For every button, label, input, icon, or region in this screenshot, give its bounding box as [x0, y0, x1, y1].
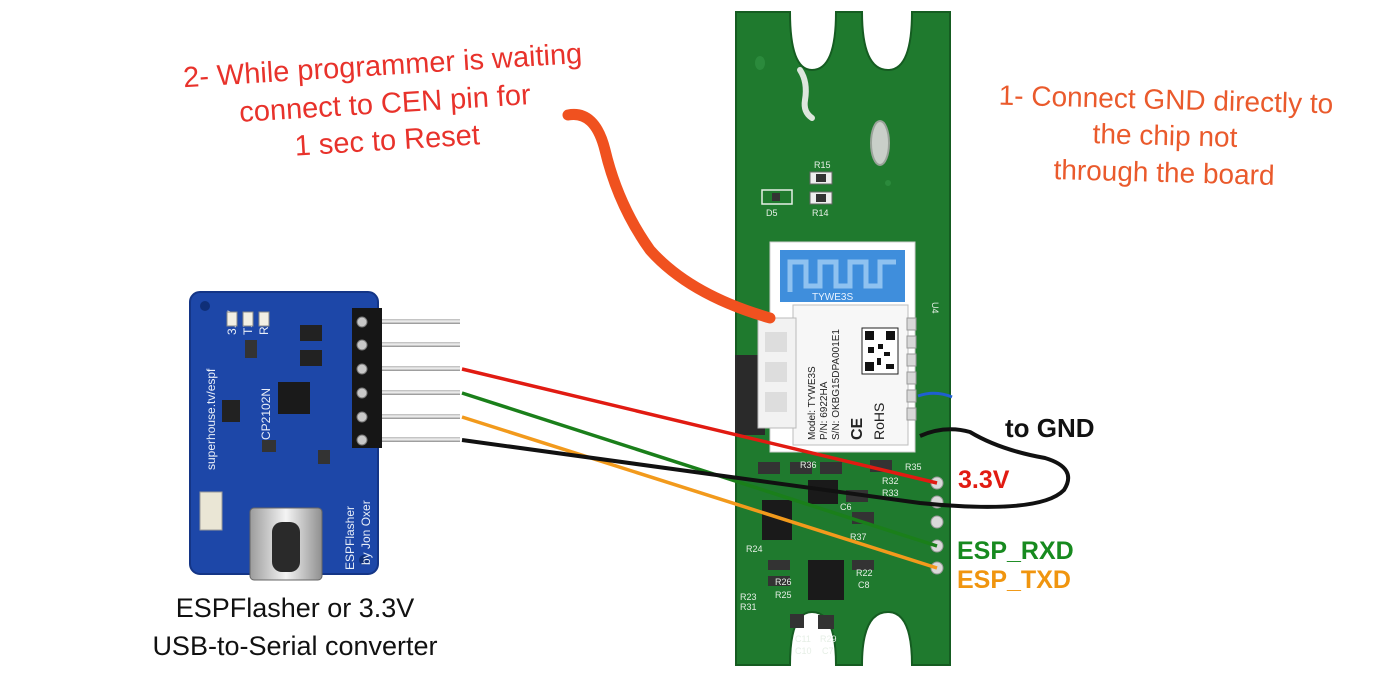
flasher-url: superhouse.tv/espf — [204, 368, 218, 470]
antenna-trace — [787, 259, 896, 292]
resistor — [768, 576, 790, 586]
silk-r29: R29 — [820, 634, 837, 644]
pin-header — [352, 308, 382, 448]
module-label-sn: S/N: OKBG15DPA001E1 — [831, 329, 842, 440]
led-rx — [258, 311, 270, 327]
txd-label: ESP_TXD — [957, 566, 1071, 594]
d5-body — [772, 193, 780, 201]
silk-r31: R31 — [740, 602, 757, 612]
screw-pad — [870, 120, 890, 166]
resistor — [758, 462, 780, 474]
silk-c11: C11 — [795, 634, 811, 644]
wire-rxd — [461, 391, 938, 548]
led-3v3 — [226, 311, 238, 327]
silk-r35: R35 — [905, 462, 922, 472]
flasher-model-label: ESPFlasher — [343, 506, 357, 570]
silk-r26: R26 — [775, 577, 792, 587]
smd-part — [300, 325, 322, 341]
silk-r37: R37 — [850, 532, 867, 542]
rxd-label: ESP_RXD — [957, 537, 1074, 565]
silk-c8: C8 — [858, 580, 870, 590]
wire-gnd — [461, 427, 1071, 509]
rohs-mark: RoHS — [871, 403, 887, 440]
module-name: TYWE3S — [812, 292, 853, 303]
flasher-caption: ESPFlasher or 3.3V USB-to-Serial convert… — [110, 590, 480, 666]
wire-3v3 — [461, 367, 938, 485]
mount-hole — [200, 301, 210, 311]
via — [755, 56, 765, 70]
wire-txd — [461, 415, 938, 570]
smd-part — [318, 450, 330, 464]
header-pin — [382, 437, 460, 442]
target-board: R15 D5 R14 TYWE3S Model: TYWE3S P/N: 692… — [735, 11, 951, 666]
smd-part — [262, 440, 276, 452]
silk-r24: R24 — [746, 544, 763, 554]
jst-pin — [765, 392, 787, 412]
resistor — [820, 462, 842, 474]
silk-mark — [797, 67, 815, 121]
module-label-pn: P/N: 6922HA — [819, 381, 830, 440]
jst-pin — [765, 362, 787, 382]
antenna-area — [780, 250, 905, 302]
caption-line: USB-to-Serial converter — [152, 630, 438, 661]
header-holes — [356, 316, 368, 446]
jst-pin — [765, 332, 787, 352]
resistor — [852, 560, 874, 570]
module-label: Model: TYWE3S P/N: 6922HA S/N: OKBG15DPA… — [807, 329, 887, 440]
silk-u4: U4 — [930, 302, 940, 314]
espflasher-board: superhouse.tv/espf CP2102N ESPFlasher by… — [189, 291, 460, 581]
vcc-label: 3.3V — [958, 466, 1010, 494]
header-pin — [382, 319, 460, 324]
via — [885, 180, 891, 186]
module-label-model: Model: TYWE3S — [807, 366, 818, 440]
gnd-label: to GND — [1005, 413, 1095, 443]
wire-blue — [917, 391, 953, 399]
r15-body — [816, 174, 826, 182]
fuse — [199, 491, 223, 531]
gnd-instruction: 1- Connect GND directly to the chip not … — [954, 77, 1377, 197]
cp2102n-chip — [278, 382, 310, 414]
capacitor — [818, 615, 834, 629]
header-pins — [382, 319, 460, 442]
r14-body — [816, 194, 826, 202]
pad — [930, 515, 944, 529]
ce-mark: CE — [849, 417, 866, 440]
flasher-chip-label: CP2102N — [259, 388, 273, 440]
silk-r22: R22 — [856, 568, 873, 578]
smd-part — [300, 350, 322, 366]
silk-r33: R33 — [882, 488, 899, 498]
silk-d5: D5 — [766, 208, 778, 218]
header-pin — [382, 390, 460, 395]
silk-r25: R25 — [775, 590, 792, 600]
smd-part — [245, 340, 257, 358]
usb-c-port — [272, 522, 300, 572]
silk-r15: R15 — [814, 160, 831, 170]
flasher-author-label: by Jon Oxer — [359, 500, 373, 565]
silk-c10: C10 — [795, 646, 812, 656]
silk-c6: C6 — [840, 502, 852, 512]
caption-line: ESPFlasher or 3.3V — [175, 593, 415, 623]
d5-led — [761, 189, 793, 205]
header-pin — [382, 414, 460, 419]
silk-r36: R36 — [800, 460, 817, 470]
led-tx — [242, 311, 254, 327]
smd-part — [222, 400, 240, 422]
qr-code — [861, 327, 899, 375]
header-pin — [382, 342, 460, 347]
silk-r23: R23 — [740, 592, 757, 602]
module-castellations — [906, 317, 917, 421]
regulator-ic — [808, 560, 844, 600]
resistor — [768, 560, 790, 570]
mount-hole — [359, 555, 369, 565]
resistor — [790, 462, 812, 474]
silk-r14: R14 — [812, 208, 829, 218]
silk-r32: R32 — [882, 476, 899, 486]
header-pin — [382, 366, 460, 371]
silk-c7: C7 — [822, 646, 834, 656]
capacitor — [790, 614, 804, 628]
wire-cen — [562, 108, 776, 324]
